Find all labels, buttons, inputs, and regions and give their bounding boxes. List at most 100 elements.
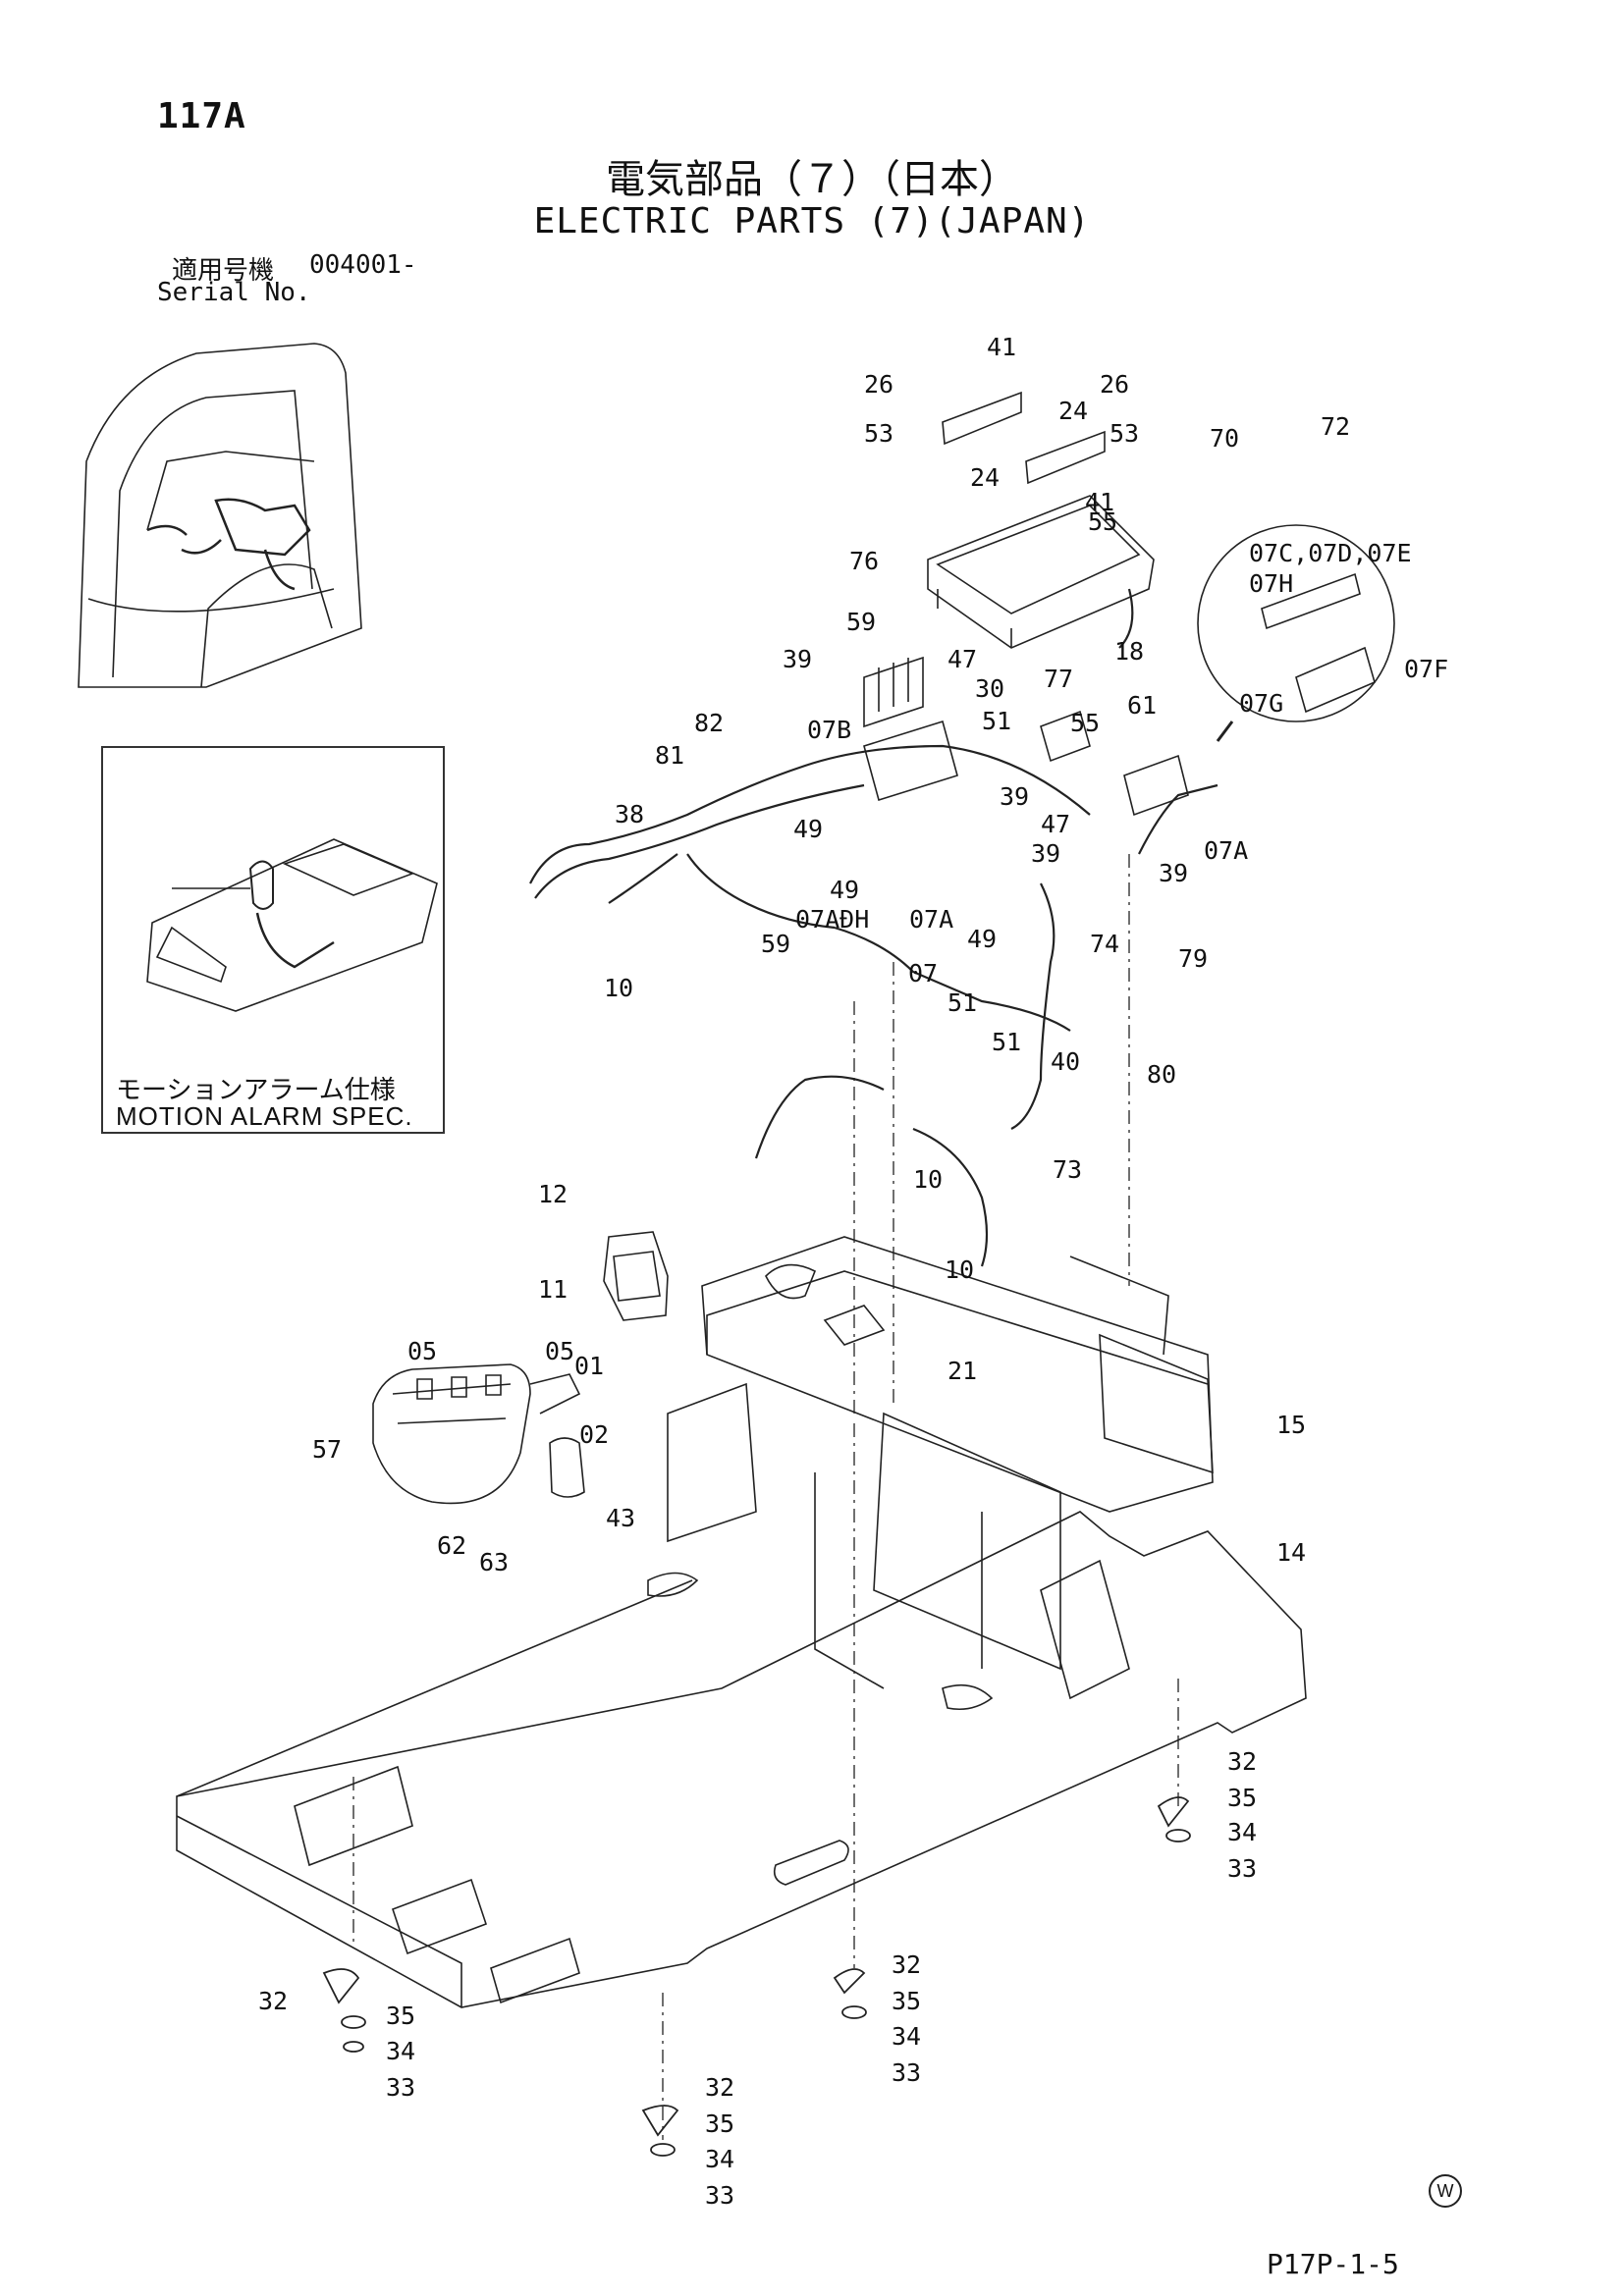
part-callout: 57 [312, 1435, 342, 1464]
part-callout: 32 [892, 1950, 921, 1979]
part-callout: 21 [947, 1357, 977, 1385]
part-callout: 40 [1051, 1047, 1080, 1076]
inset-label-jp: モーションアラーム仕様 [116, 1076, 396, 1105]
part-callout: 26 [1100, 370, 1129, 399]
part-callout: 43 [606, 1504, 635, 1532]
part-callout: 38 [615, 800, 644, 828]
watermark-mark: W [1429, 2174, 1462, 2208]
part-callout: 26 [864, 370, 893, 399]
part-callout: 53 [864, 419, 893, 448]
part-callout: 51 [992, 1028, 1021, 1056]
part-callout: 33 [386, 2073, 415, 2102]
part-callout: 07H [1249, 569, 1293, 598]
controller-unit [927, 391, 1155, 649]
ground-straps [322, 1796, 1191, 2157]
part-callout: 35 [386, 2002, 415, 2030]
part-callout: 10 [945, 1255, 974, 1284]
part-callout: 49 [793, 815, 823, 843]
part-callout: 02 [579, 1420, 609, 1449]
monitor-bracket [603, 1231, 669, 1321]
part-callout: 07AĐH [795, 905, 869, 934]
serial-value: 004001- [309, 250, 417, 280]
inset-drawing [146, 838, 438, 1012]
part-callout: 32 [258, 1987, 288, 2015]
part-callout: 33 [892, 2058, 921, 2087]
switch-panel [372, 1363, 585, 1505]
part-callout: 47 [947, 645, 977, 673]
wiring-harness [529, 588, 1218, 1267]
part-callout: 70 [1210, 424, 1239, 453]
part-callout: 34 [892, 2022, 921, 2051]
part-callout: 34 [386, 2037, 415, 2065]
part-callout: 18 [1114, 637, 1144, 666]
part-callout: 30 [975, 674, 1004, 703]
part-callout: 05 [407, 1337, 437, 1365]
inset-label-en: MOTION ALARM SPEC. [116, 1101, 413, 1131]
cab-illustration [78, 343, 362, 688]
part-callout: 41 [1085, 488, 1114, 516]
footer-code: P17P-1-5 [1267, 2248, 1399, 2280]
part-callout: 81 [655, 741, 684, 770]
part-callout: 34 [1227, 1818, 1257, 1846]
part-callout: 07A [909, 905, 953, 934]
part-callout: 47 [1041, 810, 1070, 838]
part-callout: 39 [783, 645, 812, 673]
part-callout: 10 [604, 974, 633, 1002]
part-callout: 35 [705, 2109, 734, 2138]
part-callout: 24 [1058, 397, 1088, 425]
part-callout: 32 [1227, 1747, 1257, 1776]
part-callout: 32 [705, 2073, 734, 2102]
part-callout: 34 [705, 2145, 734, 2173]
part-callout: 12 [538, 1180, 568, 1208]
part-callout: 33 [1227, 1854, 1257, 1883]
serial-label-jp: 適用号機 [172, 256, 275, 286]
part-callout: 77 [1044, 665, 1073, 693]
part-callout: 11 [538, 1275, 568, 1304]
part-callout: 74 [1090, 930, 1119, 958]
relay-cluster [863, 656, 1189, 817]
serial-label-en: Serial No. [157, 278, 311, 307]
part-callout: 76 [849, 547, 879, 575]
page-title-jp: 電気部品（７）（日本） [606, 157, 1018, 202]
part-callout: 35 [892, 1987, 921, 2015]
part-callout: 07G [1239, 689, 1283, 718]
part-callout: 73 [1053, 1155, 1082, 1184]
page-number: 117A [157, 96, 246, 136]
part-callout: 59 [846, 608, 876, 636]
part-callout: 39 [1000, 782, 1029, 811]
part-callout: 01 [574, 1352, 604, 1380]
part-callout: 15 [1276, 1411, 1306, 1439]
part-callout: 10 [913, 1165, 943, 1194]
floor-plate [176, 1511, 1307, 2008]
part-callout: 39 [1031, 839, 1060, 868]
part-callout: 39 [1159, 859, 1188, 887]
part-callout: 55 [1070, 709, 1100, 737]
part-callout: 14 [1276, 1538, 1306, 1567]
part-callout: 53 [1110, 419, 1139, 448]
part-callout: 07F [1404, 655, 1448, 683]
part-callout: 07B [807, 716, 851, 744]
part-callout: 82 [694, 709, 724, 737]
part-callout: 80 [1147, 1060, 1176, 1089]
part-callout: 72 [1321, 412, 1350, 441]
part-callout: 63 [479, 1548, 509, 1576]
part-callout: 51 [982, 707, 1011, 735]
part-callout: 24 [970, 463, 1000, 492]
part-callout: 51 [947, 988, 977, 1017]
page-title-en: ELECTRIC PARTS (7)(JAPAN) [533, 201, 1091, 241]
part-callout: 07A [1204, 836, 1248, 865]
part-callout: 41 [987, 333, 1016, 361]
part-callout: 79 [1178, 944, 1208, 973]
part-callout: 61 [1127, 691, 1157, 720]
part-callout: 35 [1227, 1784, 1257, 1812]
part-callout: 33 [705, 2181, 734, 2210]
part-callout: 62 [437, 1531, 466, 1560]
part-callout: 59 [761, 930, 790, 958]
part-callout: 49 [967, 925, 997, 953]
part-callout: 49 [830, 876, 859, 904]
part-callout: 07C,07D,07E [1249, 539, 1412, 567]
part-callout: 05 [545, 1337, 574, 1365]
console-frame [667, 1236, 1214, 1700]
